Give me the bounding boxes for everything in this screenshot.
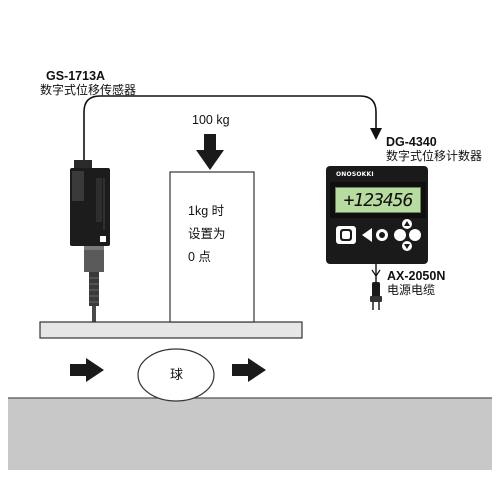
right-arrow-icon [70,358,104,382]
sensor-model-label: GS-1713A [46,69,106,83]
displacement-sensor [70,160,110,322]
cable-description-label: 电源电缆 [387,283,436,297]
counter-description-label: 数字式位移计数器 [386,149,483,163]
cable-model-label: AX-2050N [387,269,446,283]
ground-surface [8,398,492,470]
brand-logo: ONOSOKKI [336,171,374,178]
sensor-cable [83,95,377,160]
block-line-2: 设置为 [188,227,226,241]
power-plug-icon [370,264,382,310]
cable-arrow-icon [370,128,382,140]
down-arrow-icon [196,134,224,170]
sensor-description-label: 数字式位移传感器 [40,83,137,97]
digital-counter [326,166,428,264]
block-line-1: 1kg 时 [188,204,225,218]
block-line-3: 0 点 [188,250,211,264]
platform-plate [39,321,303,339]
right-arrow-icon [232,358,266,382]
ball-label: 球 [170,367,184,382]
ball [137,348,215,402]
weight-label: 100 kg [192,113,230,127]
test-block [169,171,255,323]
counter-model-label: DG-4340 [386,135,437,149]
counter-display: +123456 [335,187,421,213]
